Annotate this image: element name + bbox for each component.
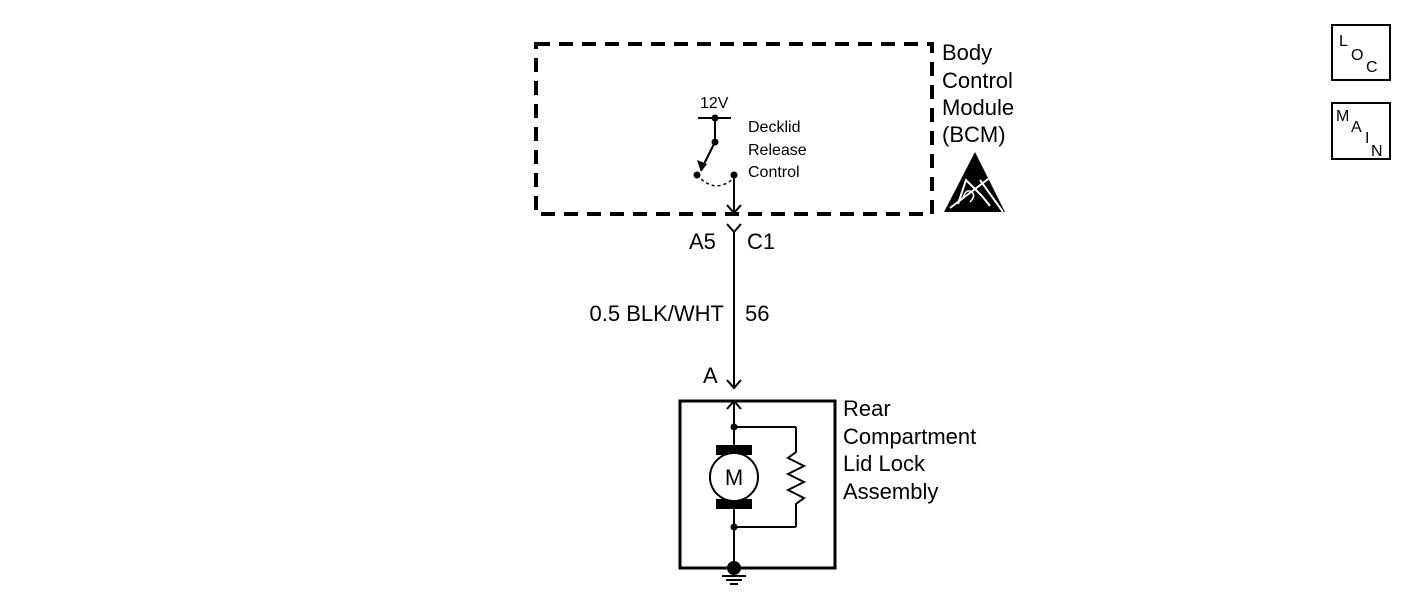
bcm-name-line-1: Body — [942, 40, 992, 65]
motor-symbol — [709, 452, 759, 502]
switch-label-line-1: Decklid — [748, 119, 800, 136]
ground-node — [727, 561, 741, 575]
supply-voltage-label: 12V — [700, 95, 729, 112]
lid-lock-assembly-name: Rear Compartment Lid Lock Assembly — [843, 396, 982, 504]
circuit-number-label: 56 — [745, 301, 769, 326]
terminal-a-label: A — [703, 363, 718, 388]
main-button-letter-1: M — [1336, 108, 1349, 125]
suppression-resistor — [785, 427, 807, 527]
loc-button-letter-1: L — [1339, 33, 1348, 50]
bcm-name-line-4: (BCM) — [942, 122, 1006, 147]
connector-c1-socket — [726, 223, 742, 234]
bcm-name: Body Control Module (BCM) — [942, 40, 1020, 147]
terminal-a-socket — [726, 379, 742, 390]
main-button-letter-3: I — [1365, 130, 1369, 147]
switch-top-node — [711, 114, 719, 122]
loc-button-letter-2: O — [1351, 47, 1363, 64]
switch-label-line-3: Control — [748, 164, 800, 181]
esd-sensitive-warning-icon — [944, 152, 1005, 213]
assembly-name-line-1: Rear — [843, 396, 891, 421]
main-button[interactable]: M A I N — [1331, 102, 1391, 160]
bcm-name-line-3: Module — [942, 95, 1014, 120]
ground-icon — [722, 575, 746, 585]
main-button-letter-2: A — [1351, 119, 1362, 136]
assembly-name-line-2: Compartment — [843, 424, 976, 449]
connector-id-label: C1 — [747, 229, 775, 254]
main-button-letter-4: N — [1371, 143, 1383, 160]
assembly-name-line-4: Assembly — [843, 479, 938, 504]
assembly-name-line-3: Lid Lock — [843, 451, 926, 476]
connector-pin-label: A5 — [689, 229, 716, 254]
motor-label: M — [725, 465, 743, 490]
motor-brush-bottom — [716, 499, 752, 509]
bcm-name-line-2: Control — [942, 68, 1013, 93]
decklid-release-switch — [693, 141, 738, 187]
lid-lock-assembly-boundary — [678, 399, 837, 570]
loc-button-letter-3: C — [1366, 59, 1378, 76]
connector-c1-pin-arrow — [726, 204, 742, 215]
switch-label: Decklid Release Control — [748, 119, 811, 181]
motor-brush-top — [716, 445, 752, 455]
loc-button[interactable]: L O C — [1331, 24, 1391, 81]
wire-gauge-color-label: 0.5 BLK/WHT — [590, 301, 724, 326]
switch-label-line-2: Release — [748, 142, 807, 159]
